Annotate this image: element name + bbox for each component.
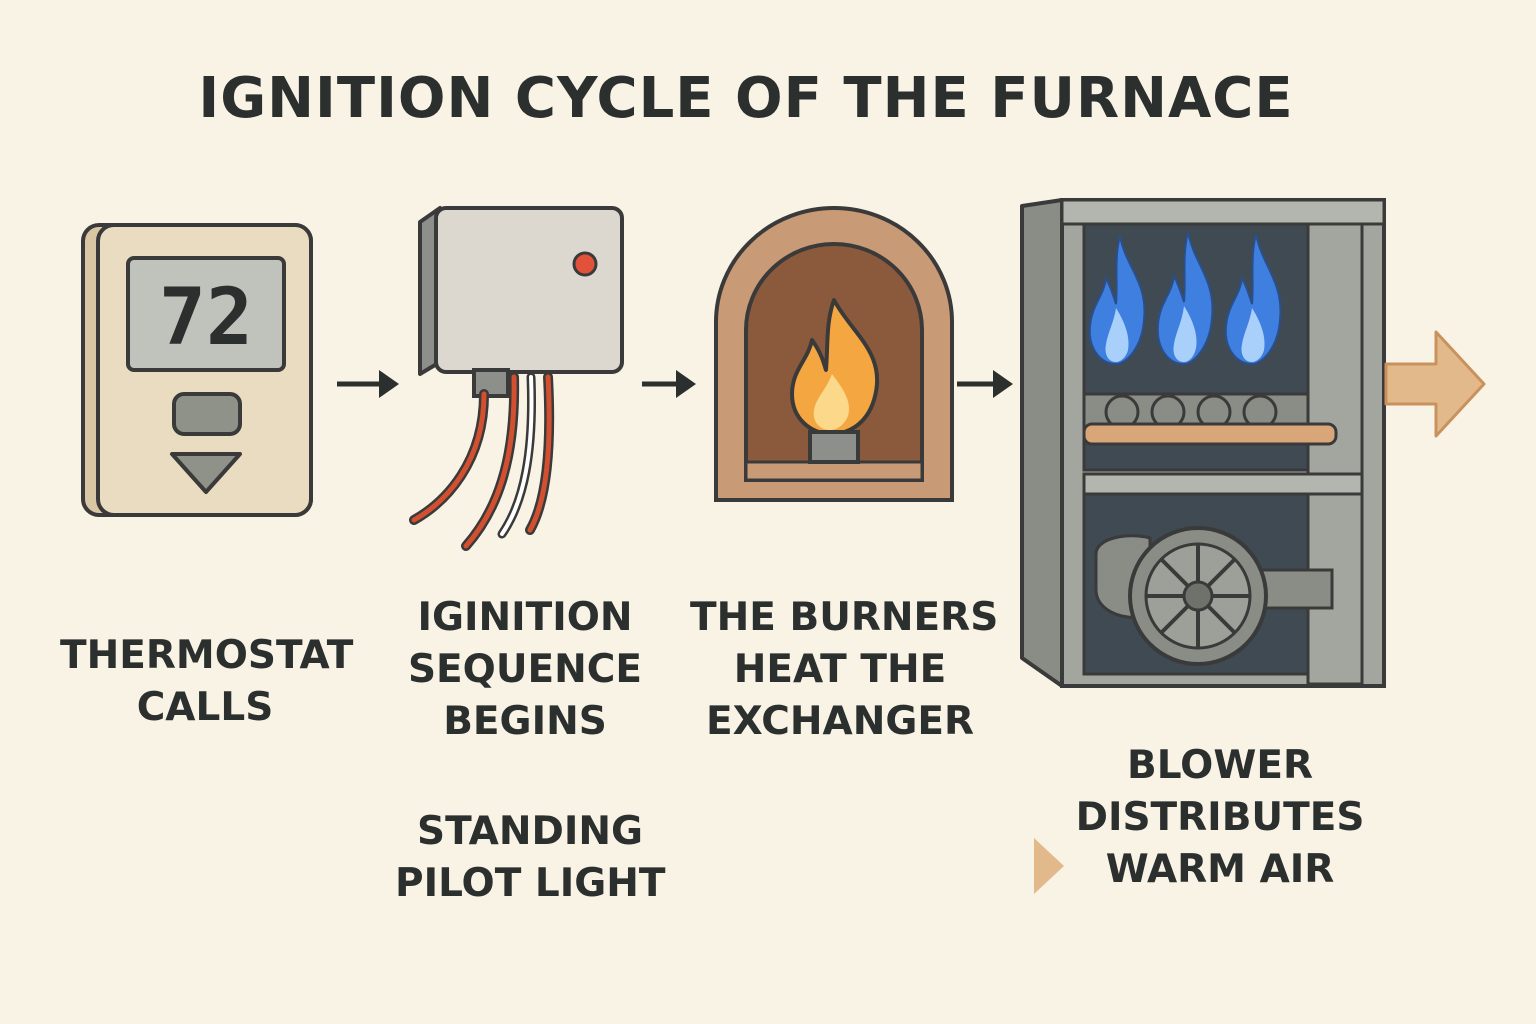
ignition-control-box-icon [406, 202, 636, 552]
step-label-pilot-light: STANDING PILOT LIGHT [395, 809, 666, 906]
step-label-blower: BLOWER DISTRIBUTES WARM AIR [1075, 743, 1365, 892]
flow-arrow-icon [335, 364, 403, 404]
thermostat-icon: 72 [80, 222, 315, 518]
blue-flames-icon [1088, 231, 1282, 366]
furnace-cabinet-icon [1018, 198, 1388, 690]
step-label-ignition: IGINITION SEQUENCE BEGINS [407, 595, 643, 744]
burner-flame-icon [712, 204, 956, 504]
flow-arrow-icon [640, 364, 700, 404]
blower-fan-icon [1094, 526, 1334, 666]
step-label-burners: THE BURNERS HEAT THE EXCHANGER [690, 595, 999, 744]
warm-air-arrow-icon [1382, 328, 1490, 440]
flow-arrow-icon [955, 364, 1017, 404]
step-label-thermostat: THERMOSTAT CALLS [60, 633, 354, 730]
thermostat-display: 72 [159, 273, 253, 363]
diagram-title: IGNITION CYCLE OF THE FURNACE [198, 66, 1294, 131]
accent-arrow-icon [1032, 836, 1066, 896]
